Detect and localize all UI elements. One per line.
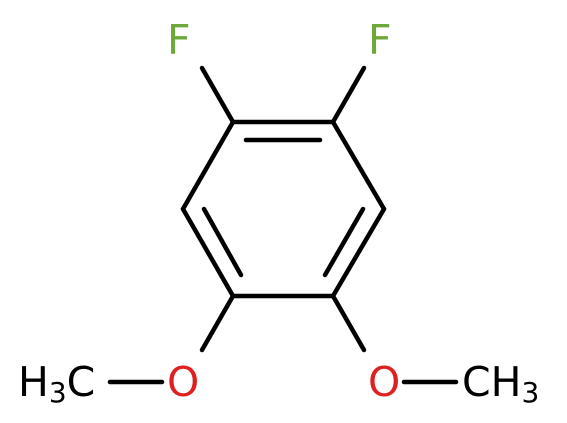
ring-double-bond-right — [322, 206, 366, 278]
ring-double-bond-left — [201, 206, 244, 278]
methyl-right-subscript: 3 — [521, 376, 540, 409]
bond-c-o-right — [330, 293, 367, 353]
bond-c-f-right — [330, 65, 367, 125]
ring-bond-lower-right — [330, 206, 387, 299]
fluorine-atom-right: F — [368, 16, 392, 64]
ring-bond-lower-left — [180, 206, 236, 299]
fluorine-atom-left: F — [167, 16, 191, 64]
methyl-group-left: H3C — [18, 362, 95, 407]
bond-c-o-left — [199, 293, 236, 353]
ring-bond-upper-left — [180, 119, 236, 212]
oxygen-atom-left: O — [167, 358, 200, 406]
methyl-left-c: C — [66, 358, 96, 406]
ring-bond-upper-right — [330, 119, 387, 212]
methyl-left-h: H — [18, 358, 49, 406]
methyl-group-right: CH3 — [462, 362, 539, 407]
bond-c-f-left — [199, 65, 236, 125]
oxygen-atom-right: O — [368, 358, 401, 406]
methyl-left-subscript: 3 — [48, 376, 67, 409]
methyl-right-ch: CH — [462, 358, 522, 406]
